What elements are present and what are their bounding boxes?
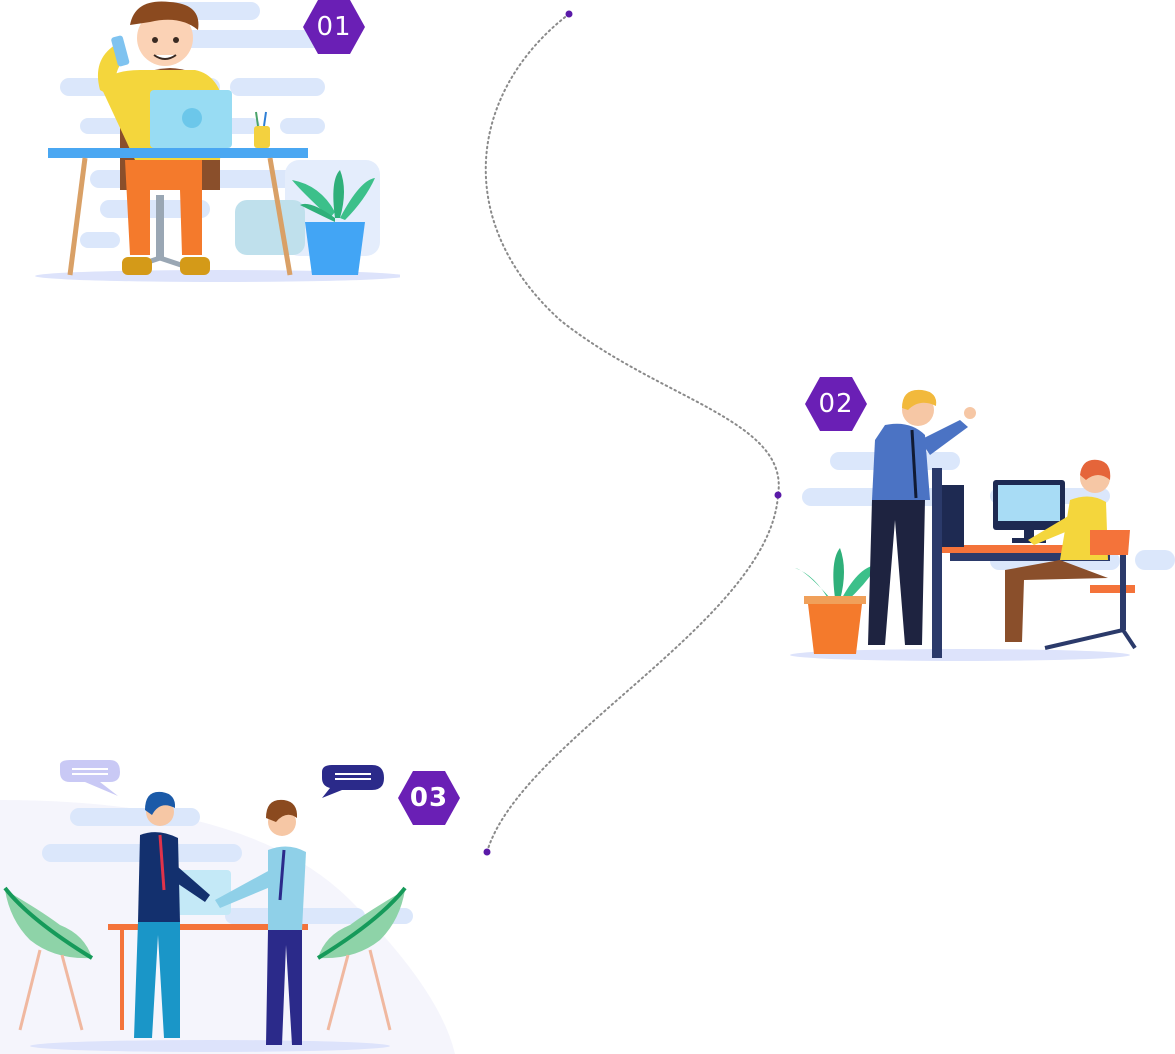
step-badge-02: 02 [805,377,867,431]
step-badge-03: 03 [398,771,460,825]
path-node-start [565,10,573,18]
path-node-middle [774,491,782,499]
step-number: 01 [316,12,352,42]
illustration-handshake [0,760,455,1054]
step-number: 03 [409,783,449,813]
path-node-end [483,848,491,856]
illustration-desk-phone [35,1,400,282]
step-number: 02 [818,389,854,419]
step-badge-01: 01 [303,0,365,54]
illustration-colleagues-computer [790,389,1175,661]
